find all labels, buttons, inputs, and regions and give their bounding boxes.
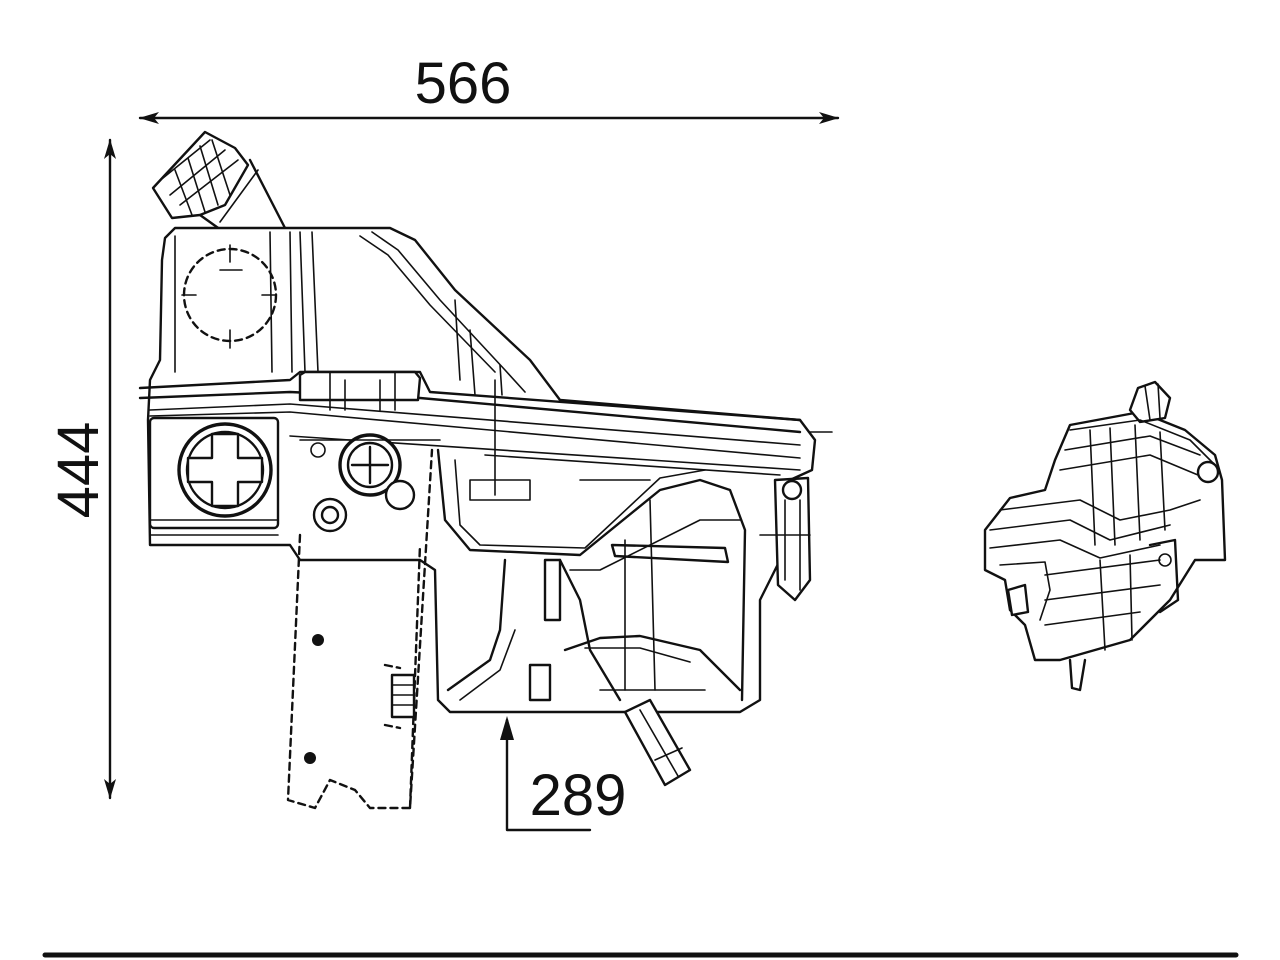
mounting-plate — [286, 448, 434, 810]
width-dimension-label: 566 — [415, 51, 512, 116]
filler-cap — [151, 130, 287, 237]
level-gauge — [181, 244, 278, 349]
height-dimension: 444 — [46, 138, 116, 800]
width-dimension: 566 — [138, 51, 840, 124]
right-bracket — [759, 476, 812, 602]
center-cap — [299, 433, 441, 533]
depth-dimension: 289 — [500, 716, 627, 832]
left-fitting — [148, 416, 280, 536]
tank-isometric-view — [983, 380, 1227, 692]
depth-dimension-label: 289 — [530, 763, 627, 828]
outlet-pipe — [623, 698, 692, 787]
tank-side-view — [138, 130, 833, 810]
height-dimension-label: 444 — [46, 422, 111, 519]
